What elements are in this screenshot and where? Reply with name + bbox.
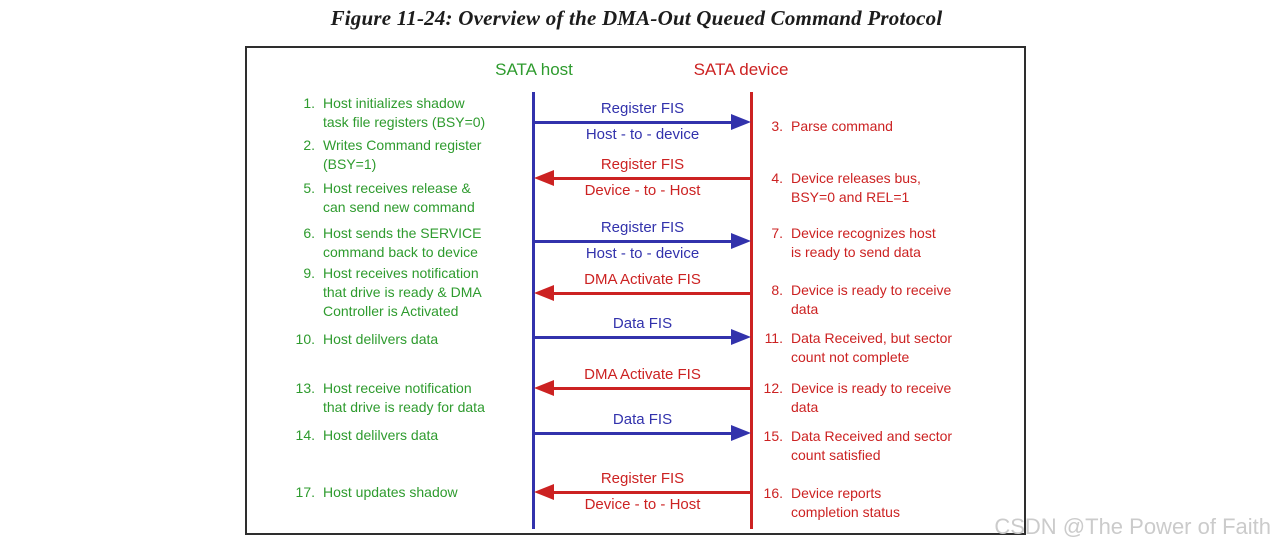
host-lifeline <box>532 92 535 529</box>
step-number: 14. <box>295 427 315 443</box>
arrowhead-right-icon <box>731 114 751 130</box>
step-number: 5. <box>303 180 315 196</box>
message-arrow-4: DMA Activate FIS <box>534 271 750 319</box>
message-label: Data FIS <box>612 315 673 332</box>
message-label: Register FIS <box>600 219 685 236</box>
arrow-shaft <box>535 121 733 124</box>
diagram-box: SATA host SATA device 1. Host initializes… <box>245 46 1026 535</box>
device-step-4: 4. Device releases bus,BSY=0 and REL=1 <box>747 169 921 207</box>
host-step-2: 2. Writes Command register(BSY=1) <box>267 136 481 174</box>
message-label: Register FIS <box>600 100 685 117</box>
step-text: Host receives release &can send new comm… <box>323 180 475 215</box>
device-header: SATA device <box>693 60 789 79</box>
message-arrow-3: Register FIS Host - to - device <box>535 219 751 267</box>
step-text: Host delilvers data <box>323 427 439 443</box>
step-number: 17. <box>295 484 315 500</box>
arrow-shaft <box>535 240 733 243</box>
step-number: 4. <box>771 170 783 186</box>
step-text: Host updates shadow <box>323 484 458 500</box>
step-number: 10. <box>295 331 315 347</box>
message-sublabel: Host - to - device <box>585 126 700 143</box>
step-number: 11. <box>764 330 783 346</box>
arrow-shaft <box>552 387 750 390</box>
message-label: DMA Activate FIS <box>584 271 701 288</box>
arrow-shaft <box>552 491 750 494</box>
message-label: DMA Activate FIS <box>584 366 701 383</box>
message-label: Register FIS <box>600 156 685 173</box>
arrow-shaft <box>552 177 750 180</box>
step-number: 1. <box>303 95 315 111</box>
message-label: Register FIS <box>600 470 685 487</box>
step-number: 16. <box>763 485 783 501</box>
arrow-shaft <box>535 336 733 339</box>
step-number: 13. <box>295 380 315 396</box>
step-text: Writes Command register(BSY=1) <box>323 137 482 172</box>
host-step-10: 10. Host delilvers data <box>267 330 439 349</box>
message-arrow-7: Data FIS <box>535 411 751 459</box>
step-number: 2. <box>303 137 315 153</box>
step-text: Host delilvers data <box>323 331 439 347</box>
step-number: 6. <box>303 225 315 241</box>
message-sublabel: Host - to - device <box>585 245 700 262</box>
message-sublabel: Device - to - Host <box>584 182 701 199</box>
message-arrow-6: DMA Activate FIS <box>534 366 750 414</box>
arrowhead-left-icon <box>534 380 554 396</box>
message-arrow-5: Data FIS <box>535 315 751 363</box>
message-arrow-2: Register FIS Device - to - Host <box>534 156 750 204</box>
device-lifeline <box>750 92 753 529</box>
step-number: 7. <box>771 225 783 241</box>
arrowhead-left-icon <box>534 484 554 500</box>
arrowhead-right-icon <box>731 233 751 249</box>
figure-title: Figure 11-24: Overview of the DMA-Out Qu… <box>330 6 943 30</box>
message-arrow-8: Register FIS Device - to - Host <box>534 470 750 518</box>
host-step-5: 5. Host receives release &can send new co… <box>267 179 475 217</box>
watermark: CSDN @The Power of Faith <box>994 514 1271 539</box>
device-step-3: 3. Parse command <box>747 117 893 136</box>
arrowhead-right-icon <box>731 329 751 345</box>
host-step-14: 14. Host delilvers data <box>267 426 439 445</box>
host-step-17: 17. Host updates shadow <box>267 483 458 502</box>
message-sublabel: Device - to - Host <box>584 496 701 513</box>
arrowhead-right-icon <box>731 425 751 441</box>
step-number: 3. <box>771 118 783 134</box>
arrowhead-left-icon <box>534 170 554 186</box>
arrowhead-left-icon <box>534 285 554 301</box>
step-text: Parse command <box>791 118 893 134</box>
step-number: 9. <box>303 265 315 281</box>
step-number: 8. <box>771 282 783 298</box>
step-number: 15. <box>763 428 783 444</box>
step-number: 12. <box>763 380 783 396</box>
message-arrow-1: Register FIS Host - to - device <box>535 100 751 148</box>
arrow-shaft <box>552 292 750 295</box>
step-text: Device releases bus,BSY=0 and REL=1 <box>791 170 921 205</box>
message-label: Data FIS <box>612 411 673 428</box>
host-header: SATA host <box>495 60 573 79</box>
arrow-shaft <box>535 432 733 435</box>
